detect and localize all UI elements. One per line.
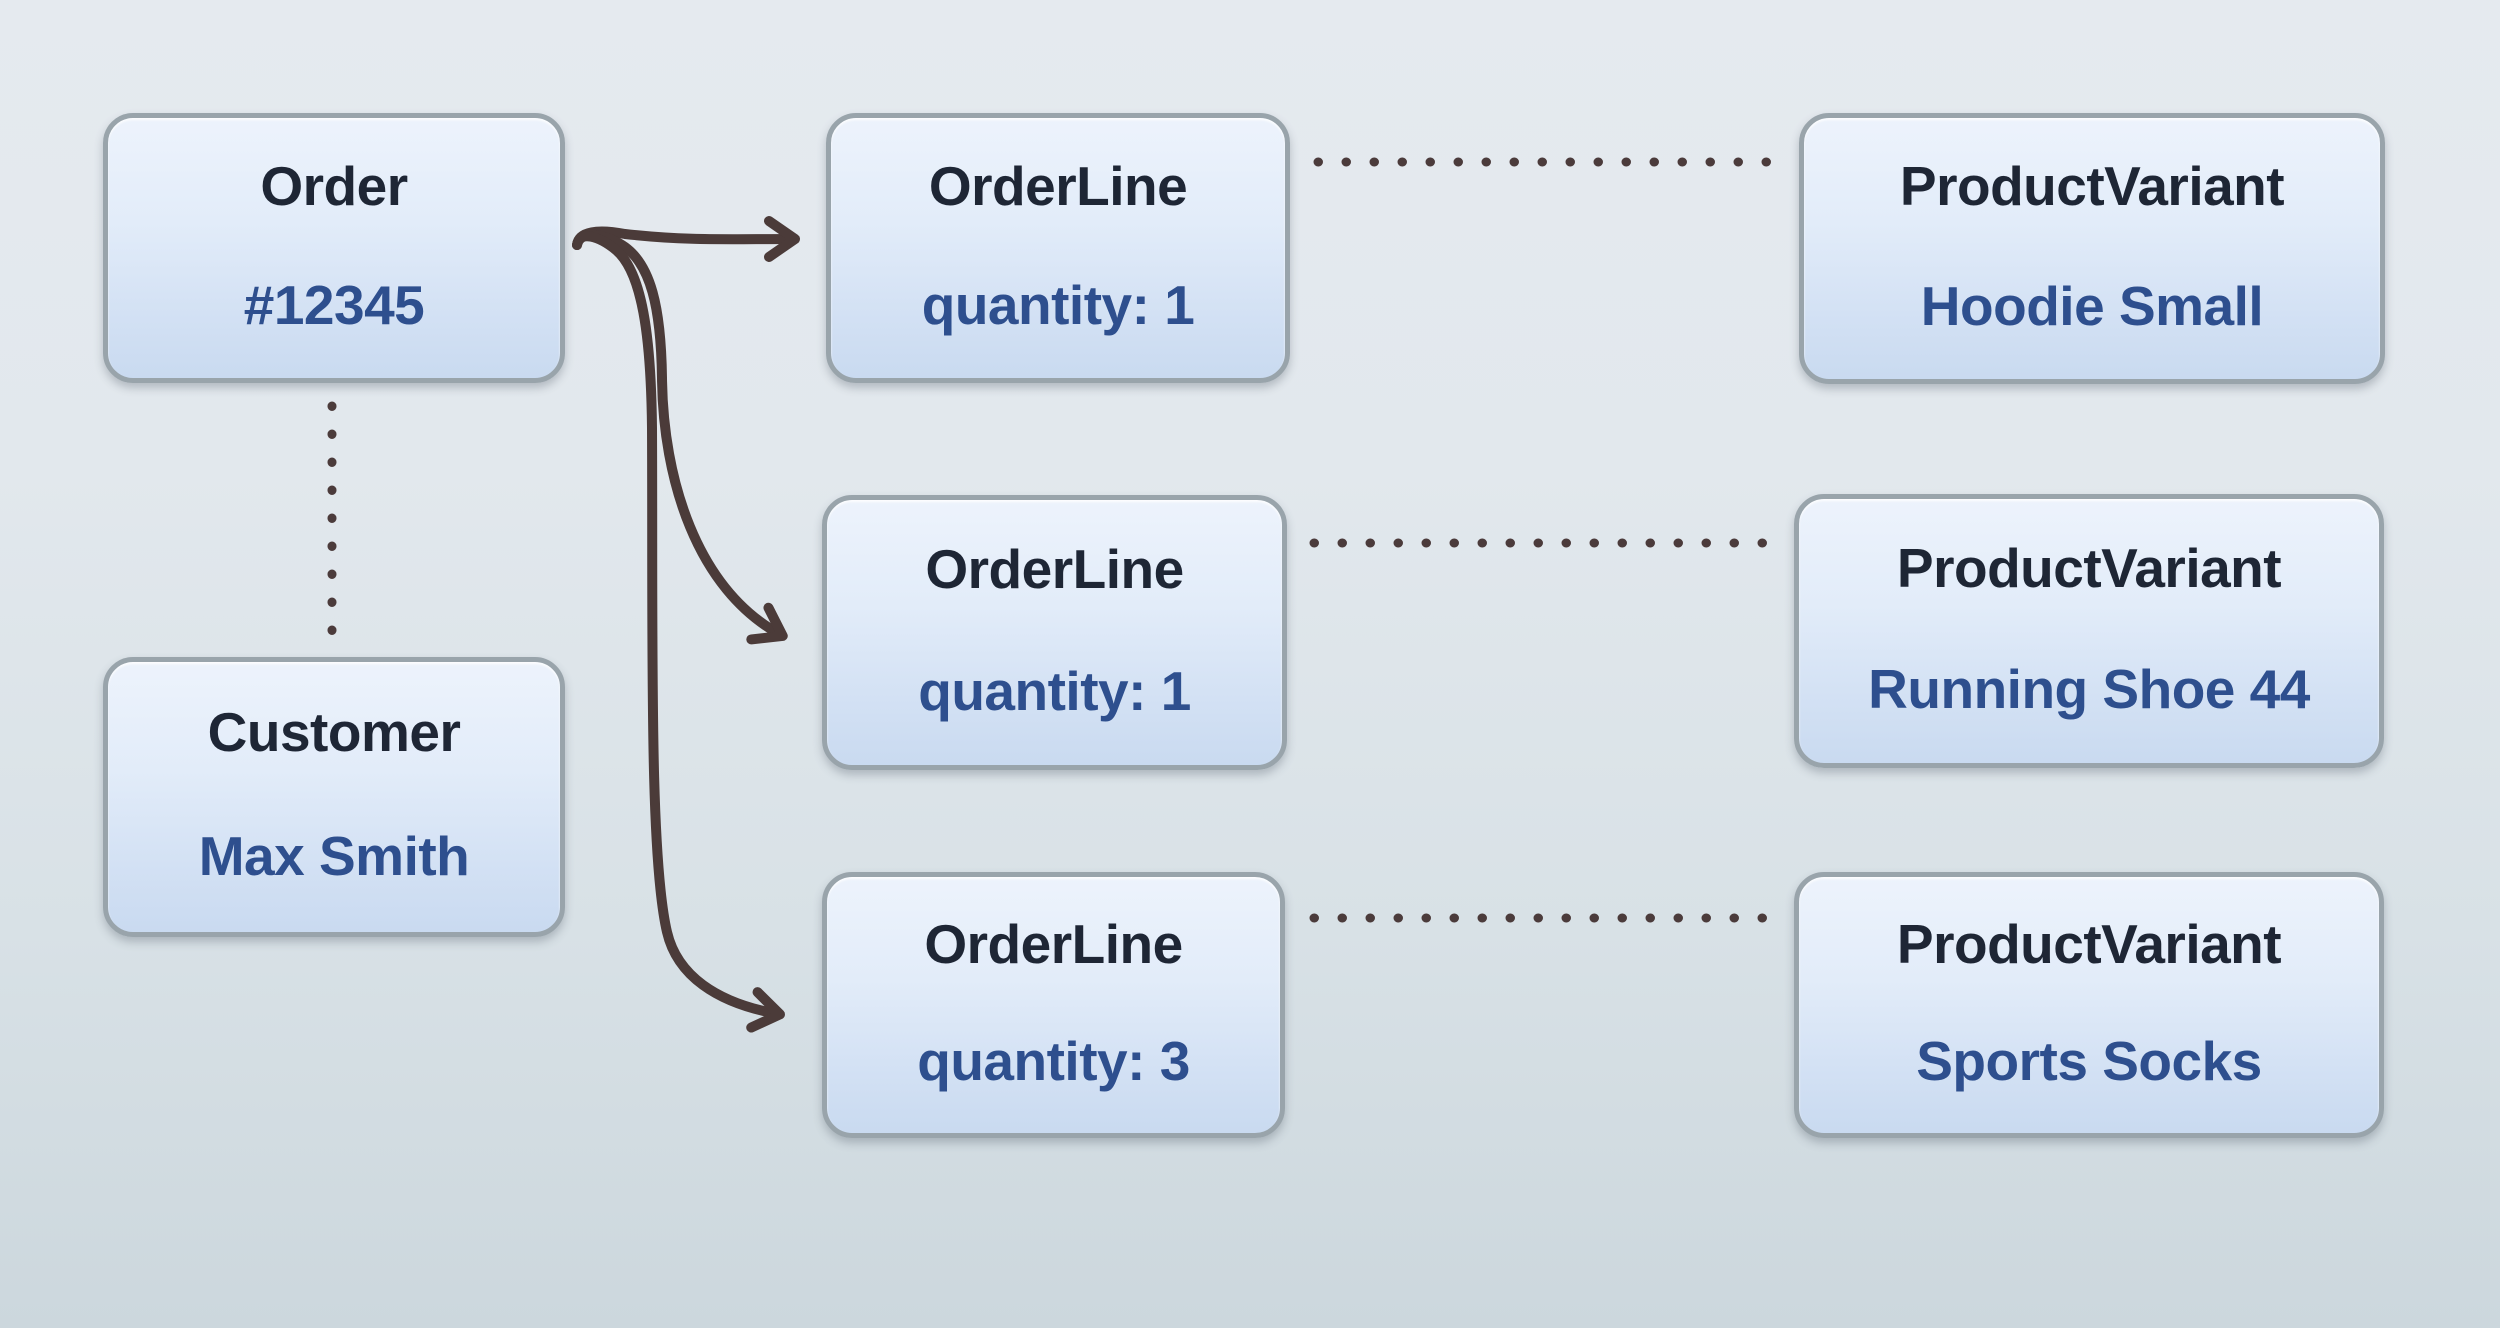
node-productvariant-3: ProductVariant Sports Socks <box>1794 872 2384 1138</box>
node-productvariant-1-value: Hoodie Small <box>1920 274 2264 337</box>
node-productvariant-2: ProductVariant Running Shoe 44 <box>1794 494 2384 768</box>
node-productvariant-3-value: Sports Socks <box>1916 1030 2262 1093</box>
node-customer-value: Max Smith <box>198 825 470 888</box>
node-productvariant-2-title: ProductVariant <box>1896 536 2282 599</box>
node-customer-title: Customer <box>207 701 461 764</box>
node-orderline-3-title: OrderLine <box>924 912 1183 975</box>
node-orderline-3: OrderLine quantity: 3 <box>822 872 1285 1138</box>
arrow-order-orderline2 <box>572 229 788 645</box>
node-orderline-1-value: quantity: 1 <box>921 274 1195 337</box>
node-order: Order #12345 <box>103 113 565 383</box>
arrow-order-orderline3 <box>572 231 785 1033</box>
node-productvariant-3-title: ProductVariant <box>1896 912 2282 975</box>
node-order-value: #12345 <box>243 274 425 337</box>
node-productvariant-1-title: ProductVariant <box>1899 154 2285 217</box>
node-orderline-3-value: quantity: 3 <box>917 1030 1190 1093</box>
node-productvariant-2-value: Running Shoe 44 <box>1868 658 2310 721</box>
node-order-title: Order <box>260 154 408 217</box>
node-orderline-1-title: OrderLine <box>928 154 1188 217</box>
node-customer: Customer Max Smith <box>103 657 565 937</box>
node-orderline-2: OrderLine quantity: 1 <box>822 495 1287 770</box>
node-orderline-2-title: OrderLine <box>925 537 1184 600</box>
node-orderline-2-value: quantity: 1 <box>918 659 1191 722</box>
node-orderline-1: OrderLine quantity: 1 <box>826 113 1290 383</box>
node-productvariant-1: ProductVariant Hoodie Small <box>1799 113 2385 384</box>
